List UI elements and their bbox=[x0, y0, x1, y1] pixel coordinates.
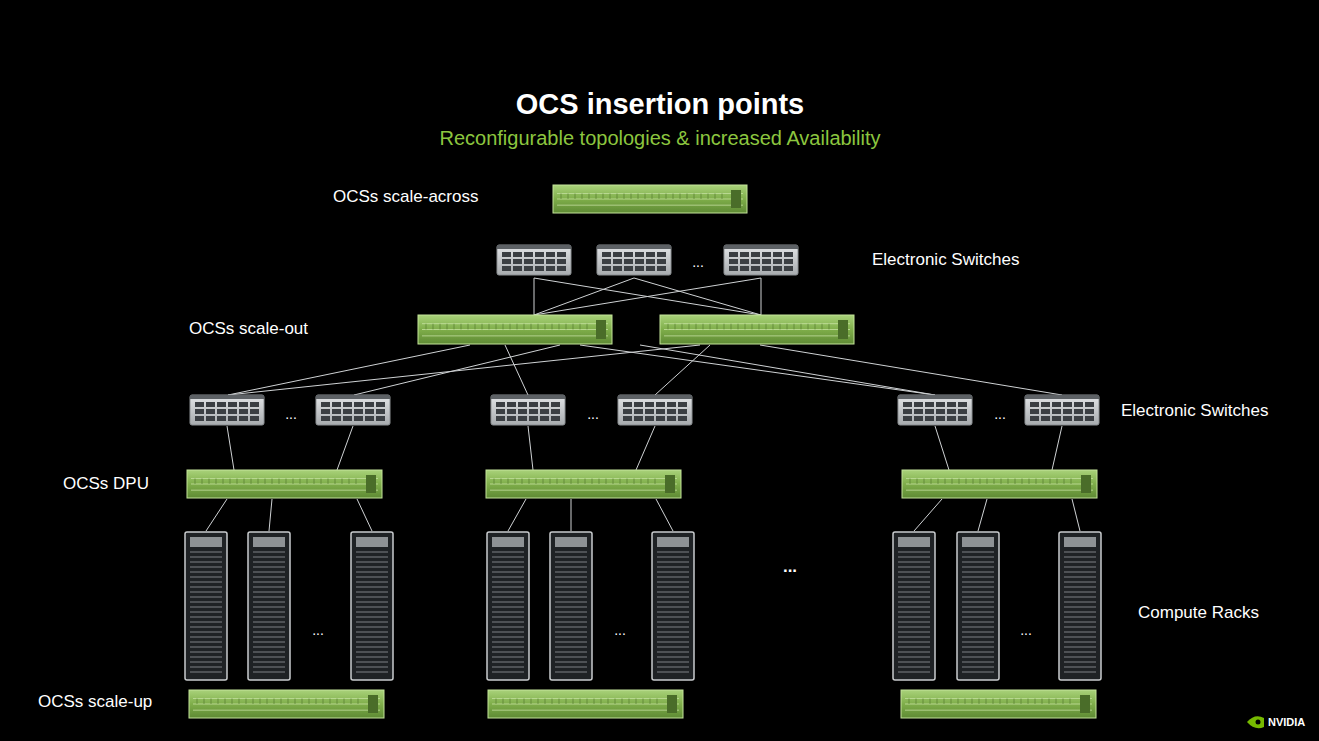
electronic-switch bbox=[497, 245, 571, 275]
electronic-switch bbox=[597, 245, 671, 275]
layer-label: OCSs scale-across bbox=[333, 187, 478, 207]
link-line bbox=[634, 278, 761, 315]
compute-rack bbox=[185, 532, 227, 680]
compute-rack bbox=[1059, 532, 1101, 680]
link-line bbox=[1052, 426, 1062, 470]
link-line bbox=[528, 426, 533, 470]
link-line bbox=[534, 278, 761, 315]
electronic-switch bbox=[618, 395, 692, 425]
ocs-device bbox=[902, 470, 1097, 498]
link-line bbox=[571, 499, 572, 531]
title: OCS insertion points bbox=[516, 88, 804, 121]
devices bbox=[185, 185, 1264, 728]
layer-label: Electronic Switches bbox=[872, 250, 1019, 270]
electronic-switch bbox=[1025, 395, 1099, 425]
layer-label: OCSs scale-up bbox=[38, 692, 152, 712]
ellipsis: ... bbox=[692, 254, 704, 270]
ellipsis: ... bbox=[285, 406, 297, 422]
link-line bbox=[357, 499, 372, 531]
ellipsis: ... bbox=[1020, 622, 1032, 638]
ellipsis: ... bbox=[994, 406, 1006, 422]
link-line bbox=[1072, 499, 1080, 531]
electronic-switch bbox=[316, 395, 390, 425]
link-line bbox=[228, 345, 470, 395]
link-line bbox=[760, 345, 1062, 395]
link-line bbox=[978, 499, 987, 531]
ocs-device bbox=[189, 690, 384, 718]
ellipsis: ... bbox=[614, 622, 626, 638]
compute-rack bbox=[957, 532, 999, 680]
layer-label: OCSs scale-out bbox=[189, 319, 308, 339]
compute-rack bbox=[652, 532, 694, 680]
link-line bbox=[761, 278, 762, 315]
link-line bbox=[227, 426, 234, 470]
compute-rack bbox=[893, 532, 935, 680]
ocs-device bbox=[660, 315, 854, 344]
link-line bbox=[935, 426, 949, 470]
layer-label: Compute Racks bbox=[1138, 603, 1259, 623]
compute-rack bbox=[550, 532, 592, 680]
link-line bbox=[636, 426, 655, 470]
layer-label: Electronic Switches bbox=[1121, 401, 1268, 421]
link-line bbox=[206, 499, 227, 531]
logo-mark bbox=[1247, 716, 1264, 728]
ocs-device bbox=[553, 185, 747, 213]
electronic-switch bbox=[898, 395, 972, 425]
link-line bbox=[337, 426, 353, 470]
compute-rack bbox=[248, 532, 290, 680]
electronic-switch bbox=[190, 395, 264, 425]
link-line bbox=[656, 499, 673, 531]
compute-rack bbox=[351, 532, 393, 680]
link-line bbox=[534, 278, 761, 315]
logo-text: NVIDIA bbox=[1268, 716, 1305, 729]
electronic-switch bbox=[724, 245, 798, 275]
ocs-device bbox=[488, 690, 683, 718]
link-line bbox=[228, 345, 700, 395]
ellipsis: ... bbox=[783, 557, 797, 577]
ellipsis: ... bbox=[587, 406, 599, 422]
link-line bbox=[534, 278, 634, 315]
compute-rack bbox=[487, 532, 529, 680]
link-line bbox=[354, 345, 560, 395]
subtitle: Reconfigurable topologies & increased Av… bbox=[439, 127, 880, 150]
ocs-device bbox=[901, 690, 1096, 718]
electronic-switch bbox=[491, 395, 565, 425]
link-line bbox=[508, 499, 526, 531]
link-line bbox=[534, 278, 535, 315]
link-line bbox=[505, 345, 528, 395]
ellipsis: ... bbox=[312, 622, 324, 638]
layer-label: OCSs DPU bbox=[63, 474, 149, 494]
ocs-device bbox=[418, 315, 612, 344]
link-line bbox=[269, 499, 272, 531]
ocs-device bbox=[486, 470, 681, 498]
link-line bbox=[914, 499, 942, 531]
link-line bbox=[640, 345, 935, 395]
ocs-device bbox=[187, 470, 382, 498]
